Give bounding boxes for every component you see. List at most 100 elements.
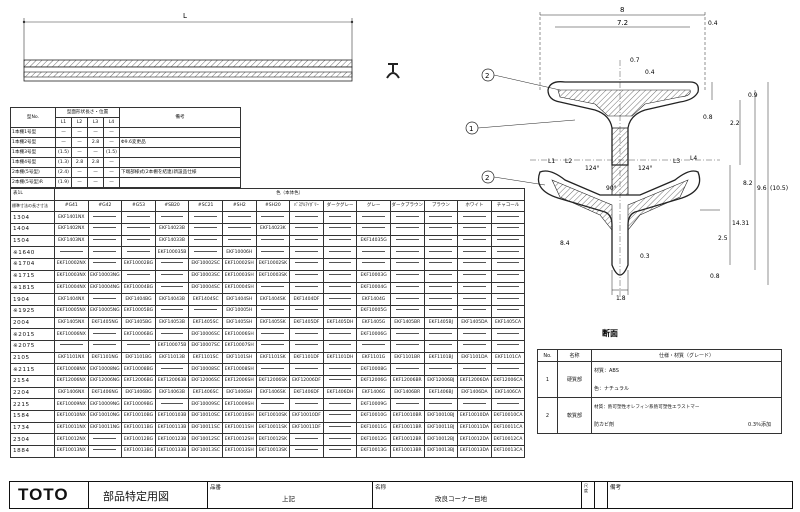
empty-dash <box>160 285 184 287</box>
empty-dash <box>59 344 83 346</box>
matrix-cell: EKF10011NX <box>54 421 89 435</box>
empty-dash <box>328 344 352 346</box>
matrix-cell <box>423 363 459 376</box>
matrix-cell: EKF100123B <box>154 433 190 447</box>
matrix-cell <box>457 258 492 271</box>
matrix-cell: EKF1405CA <box>490 316 526 330</box>
matrix-cell: EKF1404SK <box>255 293 291 306</box>
name-label: 名称 <box>375 485 387 491</box>
matrix-cell: EKF14035G <box>356 234 391 248</box>
matrix-cell: EKF1101DF <box>289 351 324 365</box>
matrix-cell <box>322 223 358 236</box>
matrix-cell: EKF10010DF <box>289 410 324 423</box>
matrix-cell: EKF14033B <box>154 234 190 248</box>
parts-row-no: 2 <box>537 397 558 434</box>
empty-dash <box>295 332 318 334</box>
matrix-cell <box>289 281 324 295</box>
matrix-color-name: グレー <box>356 199 391 213</box>
empty-dash <box>328 274 352 276</box>
matrix-color-name: #SH20 <box>255 199 291 213</box>
matrix-cell <box>423 293 459 306</box>
type-row: 1本棚3号型(1.5)——(1.5) <box>10 147 241 158</box>
title-block: TOTO 部品特定用図 品番 上記 名称 改良コーナー目地 尺度 備考 <box>9 481 793 509</box>
angle-124a: 124° <box>585 165 599 172</box>
matrix-cell: EKF10005NG <box>87 304 123 318</box>
matrix-cell <box>490 269 526 283</box>
matrix-cell <box>54 339 89 353</box>
matrix-cell <box>221 234 257 248</box>
matrix-cell <box>389 339 425 353</box>
type-cell-l4: — <box>103 177 120 188</box>
matrix-cell: EKF10004SC <box>188 281 223 295</box>
matrix-cell: EKF1405G <box>356 316 391 330</box>
matrix-cell <box>423 223 459 236</box>
type-cell-l1: — <box>55 127 72 138</box>
dim-9-6: 9.6 <box>757 185 767 192</box>
part-marker-2b: 2 <box>485 174 489 182</box>
matrix-cell <box>389 398 425 412</box>
matrix-cell: EKF1405SK <box>255 316 291 330</box>
matrix-length: ※2115 <box>10 363 55 376</box>
matrix-length: 1884 <box>10 445 55 458</box>
empty-dash <box>227 227 251 229</box>
empty-dash <box>395 332 419 334</box>
matrix-length: ※1640 <box>10 246 55 260</box>
empty-dash <box>362 250 386 252</box>
empty-dash <box>463 367 486 369</box>
type-cell-l4: — <box>103 157 120 168</box>
matrix-color-name: #G53 <box>121 199 156 213</box>
type-cell-l3: — <box>87 127 104 138</box>
note-label: 備考 <box>610 485 622 491</box>
empty-dash <box>429 285 453 287</box>
matrix-cell <box>87 211 123 225</box>
matrix-cell <box>490 398 526 412</box>
matrix-cell <box>490 223 526 236</box>
dim-0-4: 0.4 <box>708 20 718 27</box>
matrix-cell: EKF10013NX <box>54 445 89 458</box>
matrix-color-name: #G41 <box>54 199 89 213</box>
matrix-cell <box>255 363 291 376</box>
empty-dash <box>328 449 352 451</box>
empty-dash <box>328 332 352 334</box>
matrix-cell <box>490 363 526 376</box>
type-cell-l3: — <box>87 147 104 158</box>
type-cell-name: 1本棚4号型 <box>10 157 56 168</box>
empty-dash <box>160 309 184 311</box>
matrix-cell <box>356 339 391 353</box>
matrix-cell: EKF11013B <box>154 351 190 365</box>
matrix-cell <box>121 246 156 260</box>
matrix-cell: EKF12006BG <box>121 375 156 388</box>
empty-dash <box>496 344 520 346</box>
matrix-cell <box>490 234 526 248</box>
type-subheader: L3 <box>87 117 104 128</box>
type-cell-l3: 2.8 <box>87 157 104 168</box>
empty-dash <box>429 274 453 276</box>
matrix-cell: EKF10013SK <box>255 445 291 458</box>
matrix-cell: EKF10010SC <box>188 410 223 423</box>
empty-dash <box>328 437 352 439</box>
doc-type-cell: 部品特定用図 <box>89 482 208 508</box>
matrix-cell: EKF12006BJ <box>423 375 459 388</box>
matrix-cell: EKF100133B <box>154 445 190 458</box>
matrix-cell: EKF10012DA <box>457 433 492 447</box>
matrix-cell <box>289 398 324 412</box>
matrix-cell <box>154 304 190 318</box>
matrix-cell: EKF10008NX <box>54 363 89 376</box>
empty-dash <box>362 227 386 229</box>
matrix-cell: EKF1101BR <box>389 351 425 365</box>
matrix-cell: EKF14063B <box>154 386 190 400</box>
type-cell-l1: (1.9) <box>55 177 72 188</box>
matrix-cell: EKF1404G <box>356 293 391 306</box>
matrix-corner-top: 表1L <box>10 188 55 201</box>
matrix-color-name: ホワイト <box>457 199 492 213</box>
empty-dash <box>93 437 117 439</box>
empty-dash <box>362 344 386 346</box>
doc-type: 部品特定用図 <box>103 490 169 503</box>
matrix-cell <box>389 223 425 236</box>
